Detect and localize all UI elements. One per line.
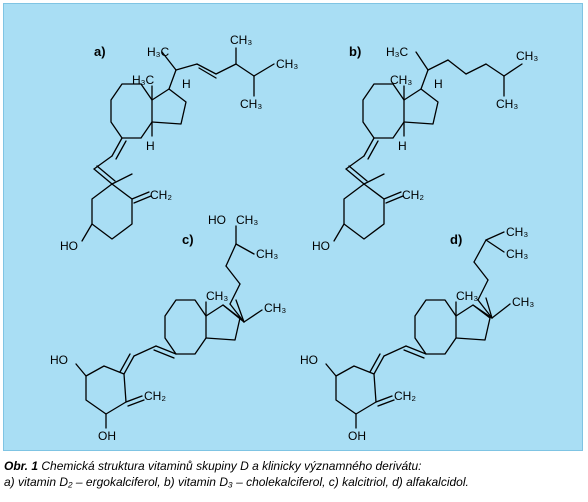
- atom-b-h-ring: H: [398, 139, 407, 153]
- caption-prefix: Obr. 1: [4, 459, 39, 473]
- atom-a-ch3-right: CH₃: [276, 57, 298, 71]
- caption-line-1: Obr. 1 Chemická struktura vitaminů skupi…: [4, 458, 584, 474]
- atom-c-ch3-top: CH₃: [236, 213, 258, 227]
- atom-d-ho-left: HO: [300, 353, 318, 367]
- atom-d-ch3-top2: CH₃: [506, 247, 528, 261]
- atom-d-ch2: CH₂: [394, 389, 416, 403]
- panel-label-b: b): [349, 44, 361, 59]
- atom-b-ch2: CH₂: [402, 188, 424, 202]
- atom-d-ch3-top1: CH₃: [506, 225, 528, 239]
- panel-label-a: a): [94, 44, 106, 59]
- chemical-structures: a) H₃C CH₃ CH₃ H₃C H: [50, 33, 538, 443]
- atom-c-ch3-ring: CH₃: [206, 289, 228, 303]
- panel-label-c: c): [182, 232, 194, 247]
- caption-line-2: a) vitamin D₂ – ergokalciferol, b) vitam…: [4, 475, 469, 489]
- structure-b: b) H₃C CH₃ CH₃ CH₃ H H CH₂ HO: [312, 44, 538, 253]
- structures-figure: a) H₃C CH₃ CH₃ H₃C H: [3, 3, 583, 451]
- atom-a-ch3-bottom: CH₃: [240, 97, 262, 111]
- atom-a-h3c-ring: H₃C: [132, 73, 155, 87]
- atom-c-ch3-side: CH₃: [256, 247, 278, 261]
- atom-a-h3c-top: H₃C: [147, 45, 170, 59]
- atom-a-h-ring: H: [146, 139, 155, 153]
- structure-d: d) CH₃ CH₃ CH₃ CH₃ HO CH₂ OH: [300, 225, 534, 443]
- structure-a: a) H₃C CH₃ CH₃ H₃C H: [60, 33, 298, 253]
- atom-b-ch3-ring: CH₃: [390, 73, 412, 87]
- figure-caption: Obr. 1 Chemická struktura vitaminů skupi…: [4, 458, 584, 490]
- atom-b-ho: HO: [312, 239, 330, 253]
- atom-a-ho: HO: [60, 239, 78, 253]
- atom-d-oh-bottom: OH: [348, 429, 366, 443]
- atom-a-ch3-top: CH₃: [230, 33, 252, 47]
- atom-d-ch3-chain: CH₃: [512, 295, 534, 309]
- structure-c: c) HO CH₃ CH₃ CH₃ CH₃ HO CH₂ OH: [50, 213, 286, 443]
- atom-a-h-chain: H: [182, 77, 191, 91]
- atom-c-oh-bottom: OH: [98, 429, 116, 443]
- atom-c-ho-top: HO: [208, 213, 226, 227]
- atom-c-ch2: CH₂: [144, 389, 166, 403]
- atom-b-h-chain: H: [434, 77, 443, 91]
- atom-a-ch2: CH₂: [150, 188, 172, 202]
- caption-text-1: Chemická struktura vitaminů skupiny D a …: [38, 459, 422, 473]
- atom-c-ch3-chain: CH₃: [264, 301, 286, 315]
- panel-label-d: d): [450, 232, 462, 247]
- atom-b-ch3-right1: CH₃: [516, 49, 538, 63]
- atom-b-ch3-right2: CH₃: [496, 97, 518, 111]
- atom-c-ho-left: HO: [50, 353, 68, 367]
- atom-b-h3c-top: H₃C: [386, 45, 409, 59]
- atom-d-ch3-ring: CH₃: [456, 289, 478, 303]
